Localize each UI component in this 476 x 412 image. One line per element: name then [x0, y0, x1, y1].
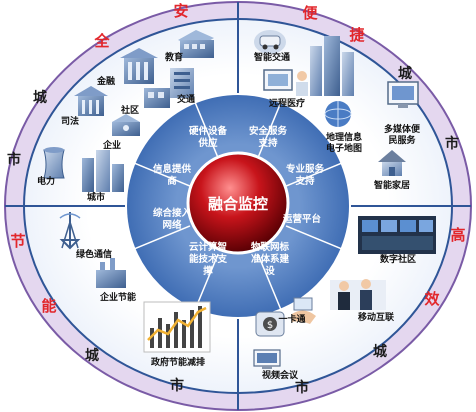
- quadrant-label: 智能家居: [374, 179, 410, 191]
- quadrant-label: 移动互联: [358, 311, 395, 323]
- quadrant-label: 交通: [177, 93, 195, 105]
- icon-power: [43, 147, 65, 179]
- middle-ring-label: 物联网标准体系建设: [251, 241, 290, 277]
- icon-green-telecom-tower: [59, 212, 81, 250]
- icon-justice: [74, 86, 108, 116]
- middle-ring-spoke: [194, 102, 219, 159]
- quadrant-label: 城市: [87, 191, 105, 203]
- middle-ring-spoke: [285, 162, 342, 187]
- ring-char-dark: 城: [373, 343, 387, 360]
- ring-char-red: 效: [424, 290, 440, 308]
- quadrant-label: 电力: [37, 175, 55, 187]
- quadrant-label: 司法: [61, 115, 79, 127]
- middle-ring-label: 硬件设备供应: [189, 125, 228, 149]
- icon-mobile-internet-people: [330, 279, 386, 310]
- middle-ring-label: 安全服务支持: [249, 125, 288, 149]
- quadrant-label: 远程医疗: [269, 97, 305, 109]
- icon-hand-card: [292, 297, 316, 324]
- ring-char-dark: 城: [85, 347, 99, 364]
- icon-digital-community-screen: [358, 216, 436, 254]
- center-label: 融合监控: [208, 195, 268, 213]
- icon-globe: [324, 101, 352, 127]
- ring-char-dark: 城: [33, 89, 47, 106]
- quadrant-label: 绿色通信: [76, 248, 112, 260]
- quadrant-label: 教育: [164, 51, 183, 63]
- icon-education: [178, 30, 214, 58]
- ring-char-dark: 市: [445, 135, 459, 152]
- quadrant-label: 数字社区: [380, 253, 416, 265]
- ring-char-dark: 市: [170, 377, 184, 394]
- icon-emission-chart: [143, 301, 211, 353]
- quadrant-label: 智能交通: [254, 51, 290, 63]
- ring-char-red: 捷: [349, 26, 365, 44]
- middle-ring-spokes: [134, 102, 342, 310]
- middle-ring-spoke: [194, 253, 219, 310]
- icon-smart-card: $: [255, 311, 285, 337]
- ring-char-red: 便: [302, 4, 318, 22]
- middle-ring-labels: 硬件设备供应安全服务支持专业服务支持运营平台物联网标准体系建设云计算智能技术支撑…: [153, 125, 325, 277]
- quadrant-label: 企业节能: [99, 291, 136, 303]
- ring-char-red: 高: [450, 226, 465, 244]
- ring-char-red: 能: [41, 297, 56, 315]
- ring-char-red: 节: [10, 232, 25, 250]
- center-core: [186, 151, 290, 255]
- middle-ring-spoke: [134, 225, 191, 250]
- icon-finance: [120, 48, 158, 84]
- middle-ring-label: 云计算智能技术支撑: [189, 241, 228, 277]
- quadrant-label: 企业: [102, 139, 121, 151]
- middle-ring-label: 运营平台: [283, 213, 322, 225]
- ring-char-dark: 城: [398, 65, 412, 82]
- svg-text:$: $: [267, 320, 273, 331]
- icon-city: [82, 150, 124, 192]
- ring-char-red: 安: [173, 2, 188, 20]
- middle-ring-spoke: [285, 225, 342, 250]
- icon-community: [144, 88, 170, 108]
- icon-video-conference: [253, 349, 281, 369]
- quadrant-label: 一卡通: [278, 313, 305, 325]
- icon-enterprise-factory: [96, 258, 126, 288]
- icon-enterprise: [112, 114, 140, 136]
- icon-remote-medical: [263, 69, 308, 96]
- quadrant-label: 多媒体便民服务: [384, 123, 421, 146]
- middle-ring-spoke: [257, 102, 282, 159]
- quadrant-label: 政府节能减排: [151, 356, 205, 368]
- quadrant-label: 视频会议: [262, 369, 299, 381]
- quadrant-label: 社区: [120, 104, 139, 116]
- middle-ring-label: 专业服务支持: [286, 163, 325, 187]
- quadrant-label: 地理信息电子地图: [326, 131, 362, 154]
- icon-smart-traffic: [254, 30, 286, 54]
- ring-char-dark: 市: [295, 379, 309, 396]
- quadrant-label: 金融: [96, 75, 115, 87]
- icon-traffic-building: [170, 68, 194, 98]
- middle-ring-spoke: [257, 253, 282, 310]
- ring-char-red: 全: [93, 32, 110, 50]
- icon-multimedia-computer: [387, 81, 419, 108]
- middle-ring-label: 信息提供商: [153, 163, 192, 187]
- icon-skyscrapers: [310, 36, 354, 96]
- middle-ring-label: 综合接入网络: [153, 207, 192, 231]
- icon-smart-home: [378, 150, 406, 176]
- middle-ring-spoke: [134, 162, 191, 187]
- ring-char-dark: 市: [7, 151, 21, 168]
